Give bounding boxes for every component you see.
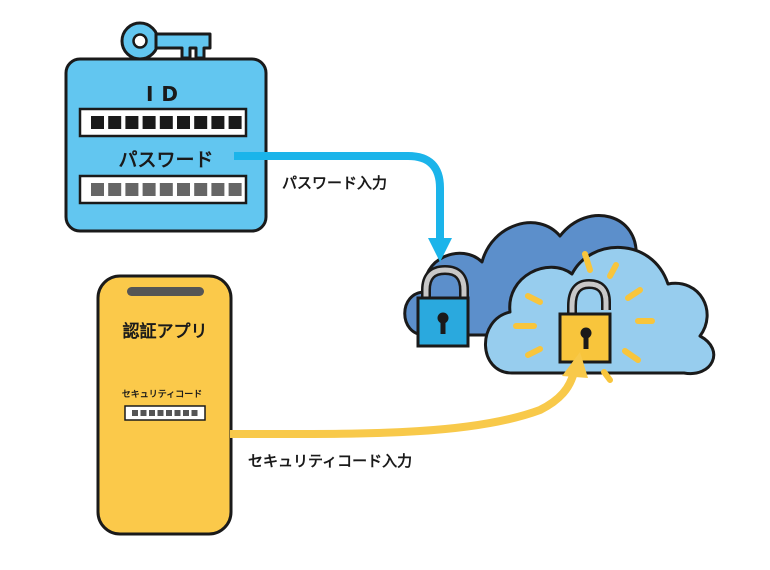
security-code-label: セキュリティコード (122, 389, 202, 400)
password-mask-char (228, 183, 242, 196)
id-mask-char (228, 116, 242, 129)
password-mask-char (125, 183, 139, 196)
login-card: ID パスワード (64, 57, 268, 233)
id-mask-char (91, 116, 104, 129)
password-label: パスワード (118, 149, 213, 171)
password-mask-char (194, 183, 208, 196)
closed-padlock-icon (416, 264, 470, 348)
password-arrow (234, 152, 452, 262)
code-mask-char (183, 410, 189, 416)
id-mask-char (194, 116, 208, 129)
password-mask-char (108, 183, 122, 196)
unlock-sparkle (513, 251, 655, 383)
code-mask-char (149, 410, 155, 416)
password-input-label: パスワード入力 (282, 174, 387, 192)
password-mask-char (159, 183, 173, 196)
key-icon (120, 21, 212, 61)
password-mask-char (177, 183, 190, 196)
code-mask-char (166, 410, 172, 416)
password-mask-char (211, 183, 225, 196)
phone-speaker (127, 287, 204, 296)
code-mask-char (191, 410, 198, 416)
password-masked-value (91, 183, 242, 196)
code-mask-char (132, 410, 138, 416)
id-mask-char (159, 116, 173, 129)
code-mask-char (140, 410, 147, 416)
id-mask-char (142, 116, 156, 129)
smartphone-icon: 認証アプリ セキュリティコード (96, 274, 233, 536)
open-padlock-icon (558, 278, 612, 364)
id-mask-char (211, 116, 225, 129)
security-code-masked-value (132, 410, 198, 416)
code-mask-char (174, 410, 181, 416)
app-title: 認証アプリ (123, 321, 208, 342)
security-code-field[interactable] (124, 405, 206, 421)
id-mask-char (125, 116, 139, 129)
code-mask-char (157, 410, 164, 416)
security-code-input-label: セキュリティコード入力 (248, 452, 412, 470)
id-label: ID (146, 82, 186, 106)
id-masked-value (91, 116, 242, 129)
password-mask-char (91, 183, 104, 196)
id-mask-char (177, 116, 190, 129)
password-mask-char (142, 183, 156, 196)
id-mask-char (108, 116, 122, 129)
security-code-arrow (229, 352, 588, 439)
